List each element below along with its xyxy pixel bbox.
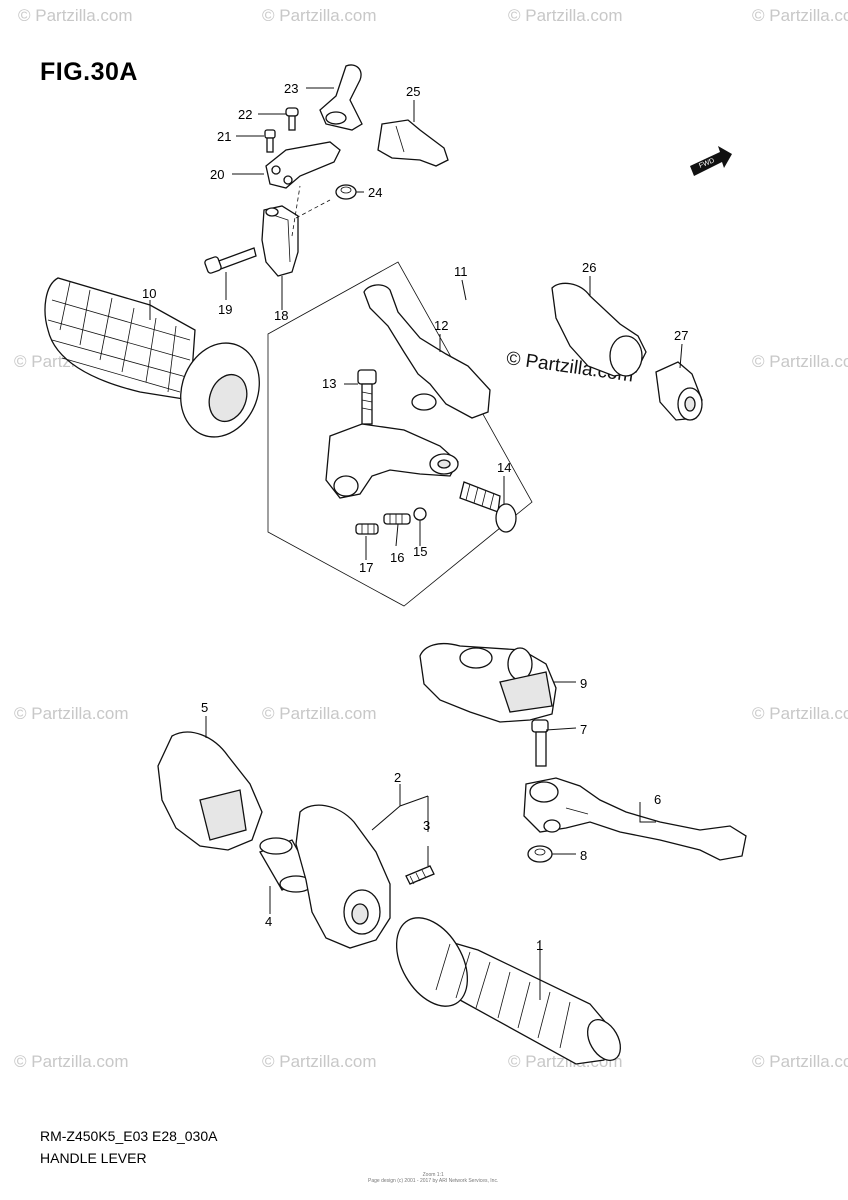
callout-18: 18 [274, 308, 288, 323]
nut-part [335, 184, 357, 200]
callout-11: 11 [454, 264, 468, 279]
hot-start-lever-part [319, 64, 363, 131]
callout-4: 4 [265, 914, 272, 929]
fine-print: Zoom 1:1 Page design (c) 2001 - 2017 by … [368, 1172, 498, 1184]
page-design-text: Page design (c) 2001 - 2017 by ARI Netwo… [368, 1178, 499, 1184]
callout-27: 27 [674, 328, 688, 343]
callout-2: 2 [394, 770, 401, 785]
throttle-cover-part [157, 731, 263, 851]
spring-part [383, 513, 411, 525]
watermark: © Partzilla.com [262, 6, 377, 25]
lever-holder-part [261, 205, 299, 277]
callout-17: 17 [359, 560, 373, 575]
pivot-bolt-part [531, 719, 549, 767]
callout-22: 22 [238, 107, 252, 122]
watermark: © Partzilla.com [262, 704, 377, 723]
model-code: RM-Z450K5_E03 E28_030A [40, 1128, 218, 1144]
watermark: © Partzilla.com [752, 704, 848, 723]
watermark: © Partzilla.com [262, 1052, 377, 1071]
brake-lever-part [523, 777, 747, 861]
callout-10: 10 [142, 286, 156, 301]
zoom-text: Zoom 1:1 [422, 1172, 444, 1178]
screw-part [264, 129, 276, 153]
callout-7: 7 [580, 722, 587, 737]
right-grip-part [395, 917, 622, 1065]
callout-24: 24 [368, 185, 382, 200]
ball-part [413, 507, 427, 521]
callout-14: 14 [497, 460, 511, 475]
watermark: © Partzilla.com [18, 6, 133, 25]
watermark: © Partzilla.com [752, 6, 848, 25]
callout-5: 5 [201, 700, 208, 715]
callout-8: 8 [580, 848, 587, 863]
callout-21: 21 [217, 129, 231, 144]
callout-26: 26 [582, 260, 596, 275]
adjuster-knob-part [655, 361, 703, 421]
watermark: © Partzilla.com [752, 352, 848, 371]
clamp-part [265, 141, 341, 189]
watermark: © Partzilla.com [14, 704, 129, 723]
callout-20: 20 [210, 167, 224, 182]
watermark: © Partzilla.com [508, 6, 623, 25]
figure-title: FIG.30A [40, 58, 138, 86]
watermark: © Partzilla.com [752, 1052, 848, 1071]
pin-part [355, 523, 379, 535]
callout-12: 12 [434, 318, 448, 333]
nut-part [527, 845, 553, 863]
screw-part [405, 865, 435, 885]
callout-16: 16 [390, 550, 404, 565]
assembly-outline [267, 261, 533, 607]
callout-3: 3 [423, 818, 430, 833]
pivot-bolt-part [357, 369, 377, 425]
left-grip-part [44, 277, 260, 438]
callout-19: 19 [218, 302, 232, 317]
callout-9: 9 [580, 676, 587, 691]
screw-part [285, 107, 299, 131]
cable-adjuster-part [459, 481, 517, 533]
clutch-perch-part [325, 423, 459, 499]
fwd-arrow-icon [690, 146, 732, 176]
bolt-part [204, 247, 257, 274]
throttle-housing-part [295, 804, 391, 949]
lever-cover-part [551, 282, 647, 377]
cable-holder-part [377, 119, 449, 167]
callout-1: 1 [536, 938, 543, 953]
callout-25: 25 [406, 84, 420, 99]
callout-15: 15 [413, 544, 427, 559]
callout-6: 6 [654, 792, 661, 807]
brake-lever-cover-part [419, 642, 557, 723]
watermark: © Partzilla.com [14, 1052, 129, 1071]
callout-13: 13 [322, 376, 336, 391]
clutch-lever-part [363, 284, 491, 419]
callout-23: 23 [284, 81, 298, 96]
diagram-caption: HANDLE LEVER [40, 1150, 147, 1166]
